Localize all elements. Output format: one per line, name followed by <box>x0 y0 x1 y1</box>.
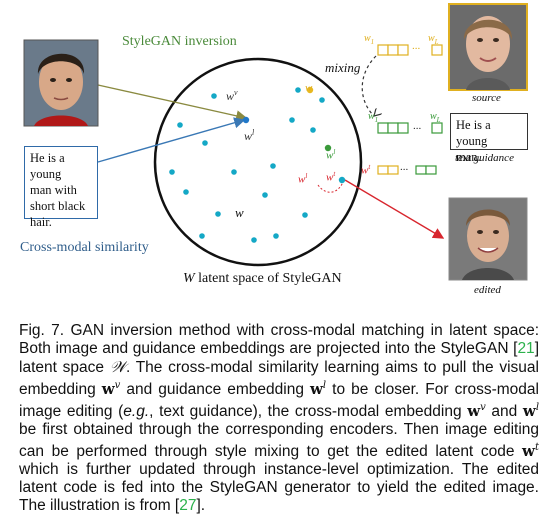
figure-caption: Fig. 7. GAN inversion method with cross-… <box>19 322 540 515</box>
text-guidance-label: text guidance <box>455 152 514 164</box>
guidance-text-line: man. <box>456 150 481 164</box>
guidance-text-box: He is a young man. <box>450 113 528 164</box>
input-text-line: hair. <box>30 215 52 229</box>
citation-link[interactable]: 21 <box>517 340 535 357</box>
inversion-arrow <box>97 84 248 122</box>
input-text-line: short black <box>30 199 86 213</box>
similarity-arrow <box>97 117 246 163</box>
w-source-symbol: w <box>305 82 313 94</box>
latent-space-circle <box>153 57 363 267</box>
latent-points <box>169 86 346 243</box>
guidance-text-line: He is a young <box>456 118 491 148</box>
w1-source-label: w1 <box>364 33 375 46</box>
figure: StyleGAN inversion Cross-modal similarit… <box>20 3 528 296</box>
citation-link[interactable]: 27 <box>179 497 197 515</box>
source-latent-codes <box>377 44 443 56</box>
similarity-title: Cross-modal similarity <box>20 240 149 255</box>
inversion-title: StyleGAN inversion <box>122 34 237 49</box>
w-symbol: w <box>235 205 244 220</box>
mixed-w-t-label: wt <box>361 163 371 177</box>
w-red-symbol: wl <box>298 172 308 186</box>
input-text-line: man with <box>30 183 77 197</box>
w-text-symbol: wl <box>326 148 336 162</box>
wl-text-label: wL <box>430 111 441 124</box>
source-label: source <box>472 92 501 104</box>
edited-label: edited <box>474 284 501 296</box>
latent-space-label: W latent space of StyleGAN <box>183 271 342 286</box>
mixed-dots: ... <box>400 161 409 173</box>
source-dots: ... <box>412 40 421 52</box>
optimization-path <box>317 181 344 193</box>
source-face-image <box>448 3 528 91</box>
w-t-symbol: wt <box>326 170 336 184</box>
edit-arrow <box>344 179 445 239</box>
input-face-image <box>23 39 99 127</box>
input-text-line: He is a young <box>30 151 65 181</box>
text-dots: ... <box>413 120 422 132</box>
mixed-latent-codes <box>377 165 437 175</box>
wl-source-label: wL <box>428 33 439 46</box>
w-v-symbol: wv <box>226 88 238 103</box>
mixing-arrow <box>361 55 376 116</box>
input-text-box: He is a young man with short black hair. <box>24 146 98 229</box>
caption-fig-label: Fig. 7. <box>19 322 65 339</box>
figure-graphics <box>23 3 528 281</box>
edited-face-image <box>448 197 528 281</box>
mixing-label: mixing <box>325 60 361 75</box>
text-latent-codes <box>377 122 443 134</box>
w-l-symbol: wl <box>244 128 255 143</box>
w1-text-label: w1 <box>368 111 379 124</box>
